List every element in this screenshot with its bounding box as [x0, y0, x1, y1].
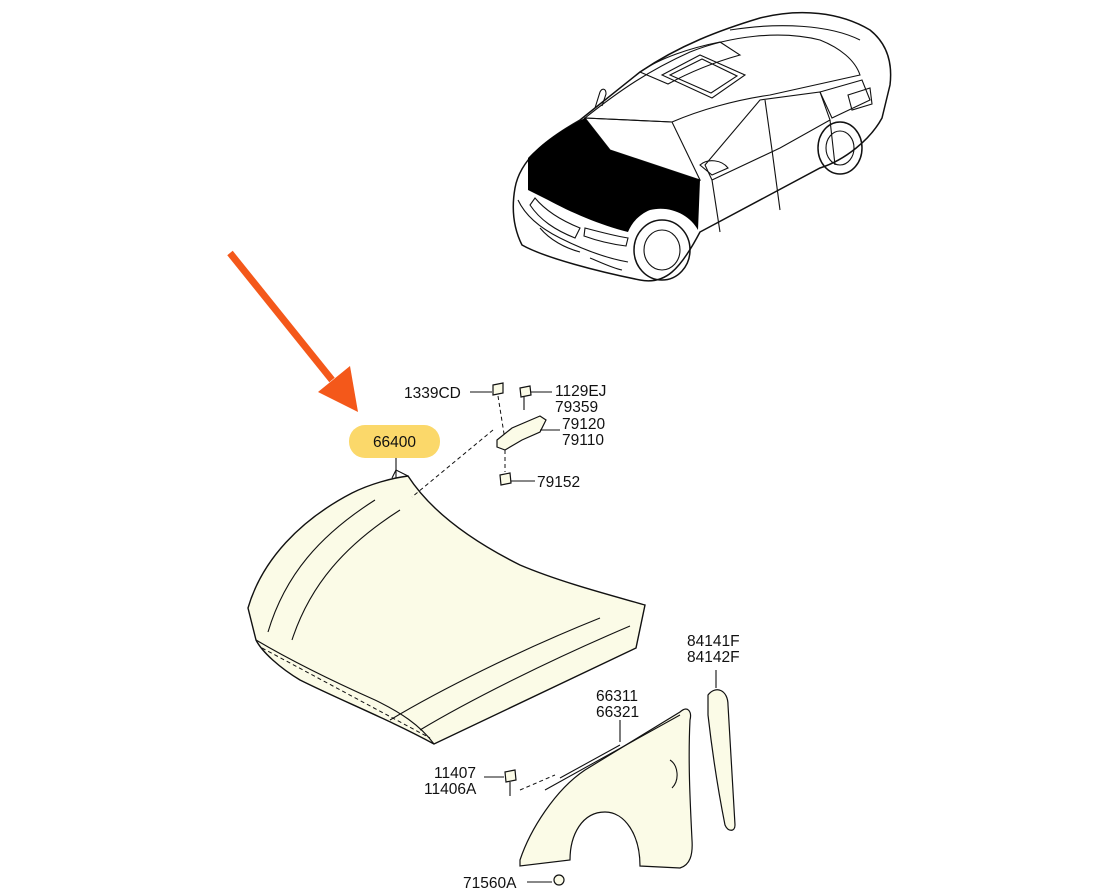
part-label-11406A: 11406A	[424, 781, 477, 798]
bolt-11407-illustration	[484, 769, 556, 796]
fender-illustration	[519, 708, 693, 869]
hinge-assembly	[411, 382, 560, 498]
part-label-84141F: 84141F	[687, 633, 740, 650]
hood-panel-illustration	[247, 458, 646, 745]
part-label-66321: 66321	[596, 704, 639, 721]
fender-trim-illustration	[707, 670, 736, 831]
car-overview-illustration	[512, 11, 892, 282]
part-label-66311: 66311	[596, 688, 638, 705]
nut-71560A-illustration	[527, 874, 565, 886]
part-label-79120: 79120	[562, 416, 605, 433]
part-label-71560A: 71560A	[463, 875, 517, 889]
part-label-79359: 79359	[555, 399, 598, 416]
pointer-arrow	[227, 250, 358, 412]
part-label-1339CD: 1339CD	[404, 385, 461, 402]
part-label-84142F: 84142F	[687, 649, 740, 666]
part-label-79152: 79152	[537, 474, 580, 491]
callout-66400[interactable]: 66400	[349, 425, 440, 458]
part-label-1129EJ: 1129EJ	[555, 383, 606, 400]
part-label-79110: 79110	[562, 432, 604, 449]
part-label-11407: 11407	[434, 765, 476, 782]
callout-label: 66400	[373, 434, 416, 451]
